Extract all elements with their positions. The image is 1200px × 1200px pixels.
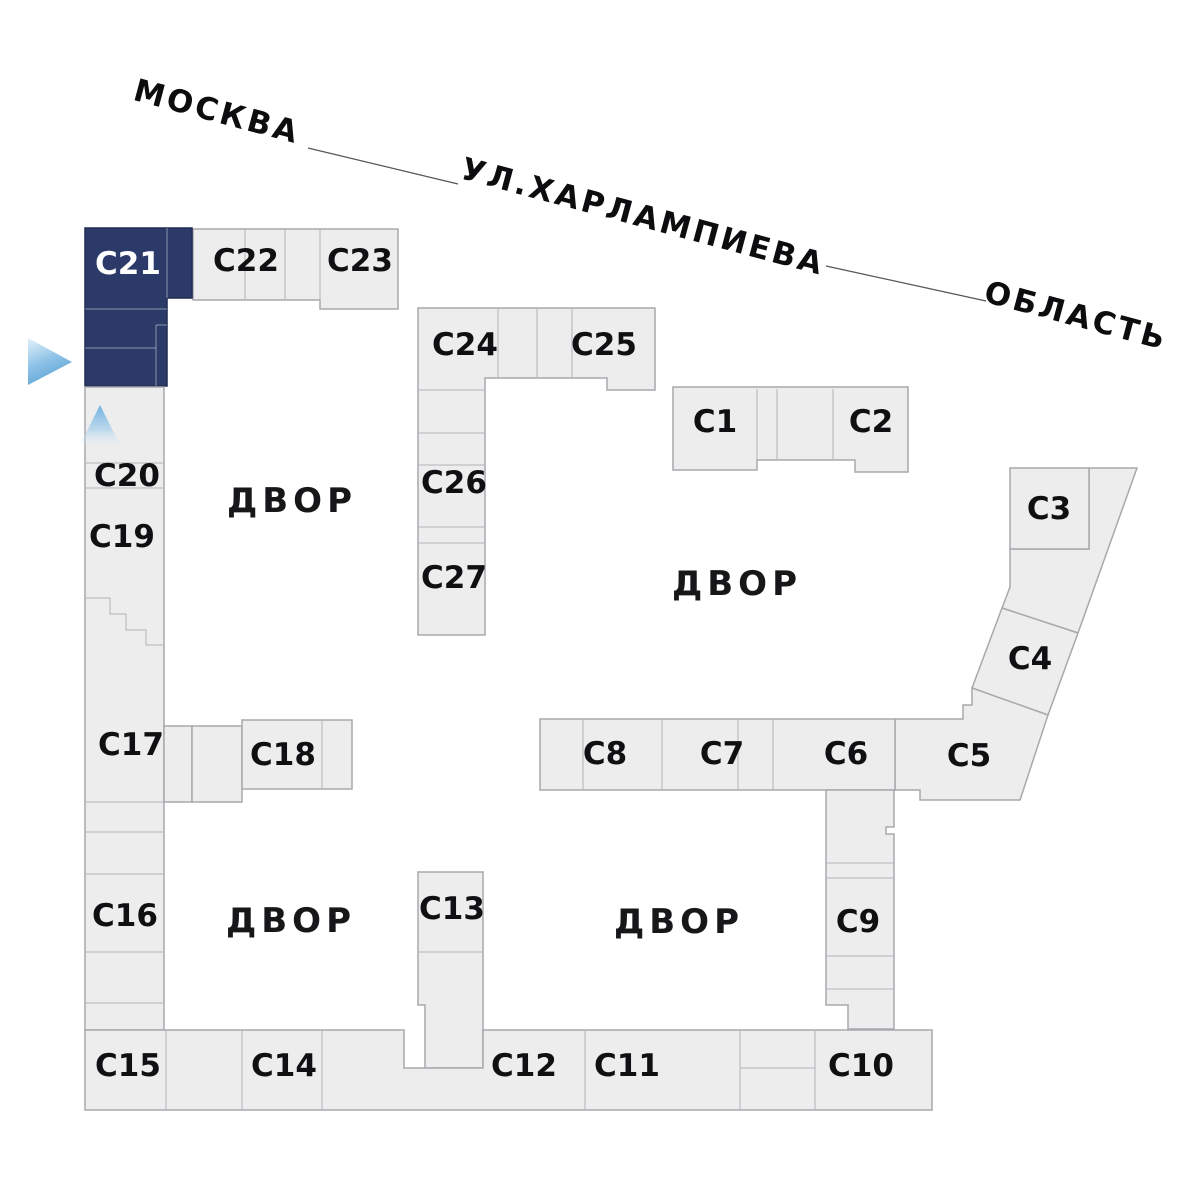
building-l-c24-c27: С24 С25 С26 С27 xyxy=(417,307,656,636)
building-c19-label: С19 xyxy=(89,519,155,555)
building-row-c22-c23: С22 С23 xyxy=(192,228,399,310)
building-c3-label: С3 xyxy=(1027,491,1071,527)
building-c5-shape[interactable] xyxy=(894,686,1049,801)
west-column-division-lines xyxy=(85,462,164,1004)
building-c9-shape[interactable] xyxy=(825,789,895,1030)
street-label-moskva: МОСКВА xyxy=(130,72,304,151)
c1-c2-division-lines xyxy=(756,389,834,460)
staircase-step-line xyxy=(85,597,164,646)
building-column-c9: С9 xyxy=(825,789,895,1030)
building-c25-label: С25 xyxy=(571,327,637,363)
c21-division-lines xyxy=(85,228,168,386)
courtyard-se-label: ДВОР xyxy=(614,902,744,942)
building-c8-c6-shape[interactable] xyxy=(539,718,896,791)
building-c27-label: С27 xyxy=(421,560,487,596)
selected-arrow-up-icon xyxy=(80,405,120,445)
courtyard-labels: ДВОР ДВОР ДВОР ДВОР xyxy=(226,481,802,942)
building-row-south: С15 С14 С12 С11 С10 xyxy=(84,1029,933,1111)
street-label-kharlampieva: УЛ.ХАРЛАМПИЕВА xyxy=(457,151,829,283)
building-c21-label: С21 xyxy=(95,246,161,282)
selection-markers xyxy=(28,338,120,445)
building-c21-selected: С21 xyxy=(84,227,193,387)
street-line-east xyxy=(825,265,987,302)
building-c1-label: С1 xyxy=(693,404,737,440)
building-c22-label: С22 xyxy=(213,243,279,279)
courtyard-ne-label: ДВОР xyxy=(672,564,802,604)
c24-c27-division-lines xyxy=(418,308,573,544)
building-c5-label: С5 xyxy=(947,738,991,774)
street-label-oblast: ОБЛАСТЬ xyxy=(980,274,1171,357)
building-c17-annex-1[interactable] xyxy=(163,725,193,803)
building-c8-label: С8 xyxy=(583,736,627,772)
building-south-row-shape[interactable] xyxy=(84,1029,933,1111)
building-c9-label: С9 xyxy=(836,904,880,940)
south-row-division-lines xyxy=(165,1030,816,1110)
building-c23-label: С23 xyxy=(327,243,393,279)
building-row-c1-c2: С1 С2 xyxy=(672,386,909,473)
building-c17-label: С17 xyxy=(98,727,164,763)
building-c13-label: С13 xyxy=(419,891,485,927)
courtyard-sw-label: ДВОР xyxy=(226,901,356,941)
c9-division-lines xyxy=(826,862,894,990)
building-c6-label: С6 xyxy=(824,736,868,772)
building-c3-shape[interactable] xyxy=(1009,467,1090,550)
building-c7-label: С7 xyxy=(700,736,744,772)
building-c12-label: С12 xyxy=(491,1048,557,1084)
building-c4-label: С4 xyxy=(1008,641,1052,677)
building-c26-label: С26 xyxy=(421,465,487,501)
building-c2-label: С2 xyxy=(849,404,893,440)
courtyard-nw-label: ДВОР xyxy=(227,481,357,521)
building-column-c13: С13 xyxy=(417,871,485,1069)
building-c24-label: С24 xyxy=(432,327,498,363)
c22-c23-division-lines xyxy=(244,229,321,300)
building-c18: С18 xyxy=(241,719,353,790)
building-c21-shape[interactable] xyxy=(84,227,193,387)
building-c11-label: С11 xyxy=(594,1048,660,1084)
building-c17-annex-2[interactable] xyxy=(191,725,243,803)
building-strip-c3-c5: С3 С4 С5 xyxy=(894,467,1139,801)
building-c18-label: С18 xyxy=(250,737,316,773)
selected-arrow-right-icon xyxy=(28,338,72,385)
building-row-c8-c6: С8 С7 С6 xyxy=(539,718,896,791)
building-c18-shape[interactable] xyxy=(241,719,353,790)
building-c20-label: С20 xyxy=(94,458,160,494)
building-c1-c2-shape[interactable] xyxy=(672,386,909,473)
building-c22-c23-shape[interactable] xyxy=(192,228,399,310)
building-c16-label: С16 xyxy=(92,898,158,934)
building-c15-label: С15 xyxy=(95,1048,161,1084)
building-c10-label: С10 xyxy=(828,1048,894,1084)
building-column-west: С20 С19 С17 С16 xyxy=(84,386,243,1031)
street-line-west xyxy=(307,147,459,185)
c8-c6-division-lines xyxy=(582,719,774,790)
building-c14-label: С14 xyxy=(251,1048,317,1084)
